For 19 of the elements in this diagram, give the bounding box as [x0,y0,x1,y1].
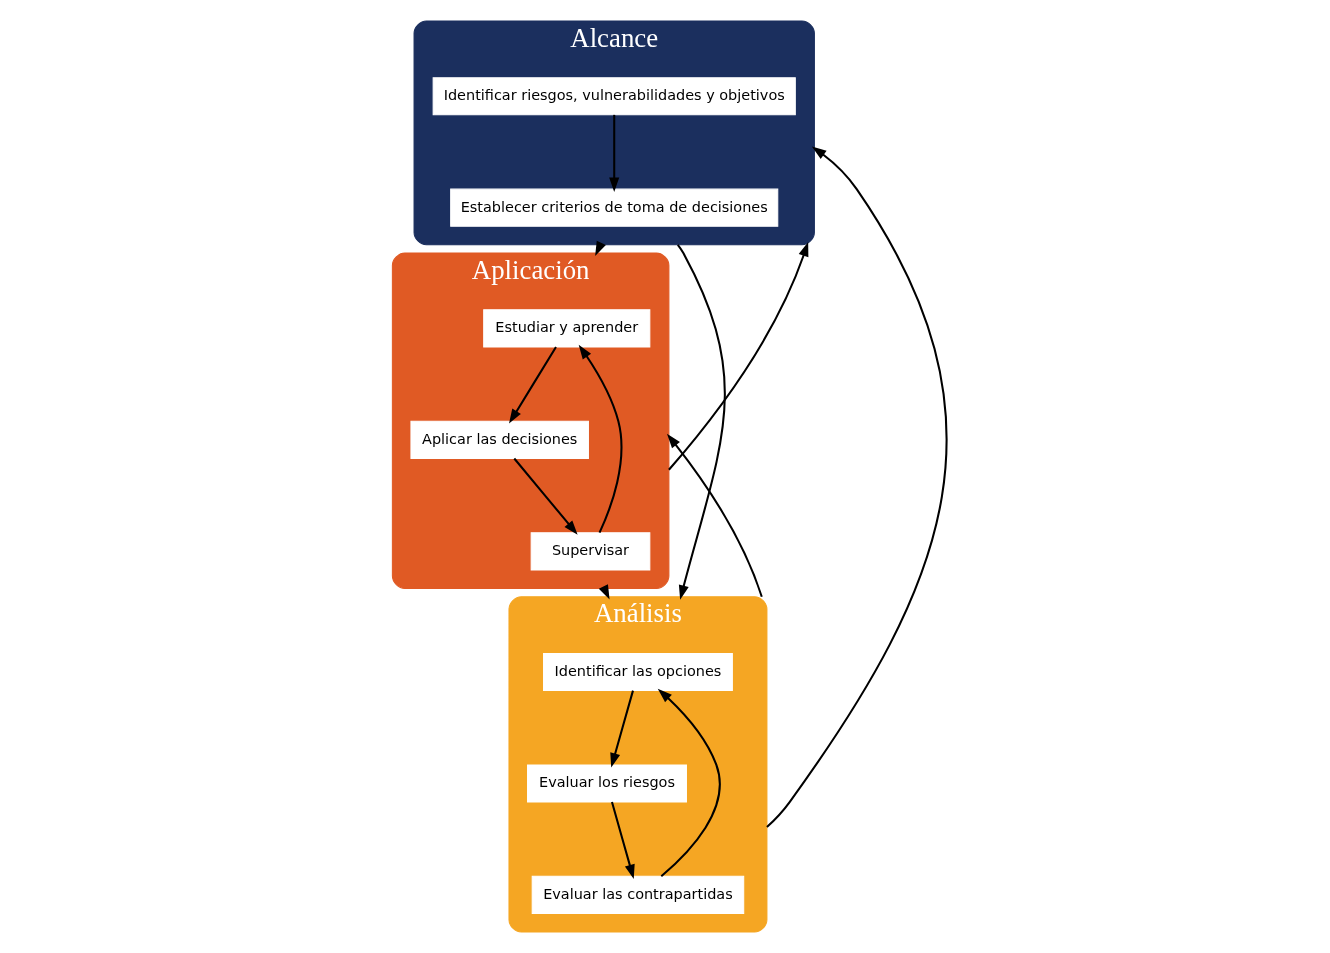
node-box: Identificar riesgos, vulnerabilidades y objetivos [432,77,796,116]
arrow [657,688,721,877]
node-box: Aplicar las decisiones [409,420,589,459]
arrow [765,146,947,828]
arrow [666,433,763,598]
arrow [513,457,578,535]
node-box: Establecer criterios de toma de decisiones [449,188,778,227]
arrow [667,241,808,471]
arrow [608,114,619,192]
arrow [609,690,634,768]
arrow [610,801,635,879]
arrow [676,244,726,600]
node-box: Identificar las opciones [542,652,733,692]
node-box: Evaluar los riesgos [526,764,687,803]
node-box: Evaluar las contrapartidas [531,875,744,914]
arrow [508,346,557,424]
arrow [578,344,622,534]
node-box: Supervisar [530,532,650,571]
node-box: Estudiar y aprender [482,309,650,348]
